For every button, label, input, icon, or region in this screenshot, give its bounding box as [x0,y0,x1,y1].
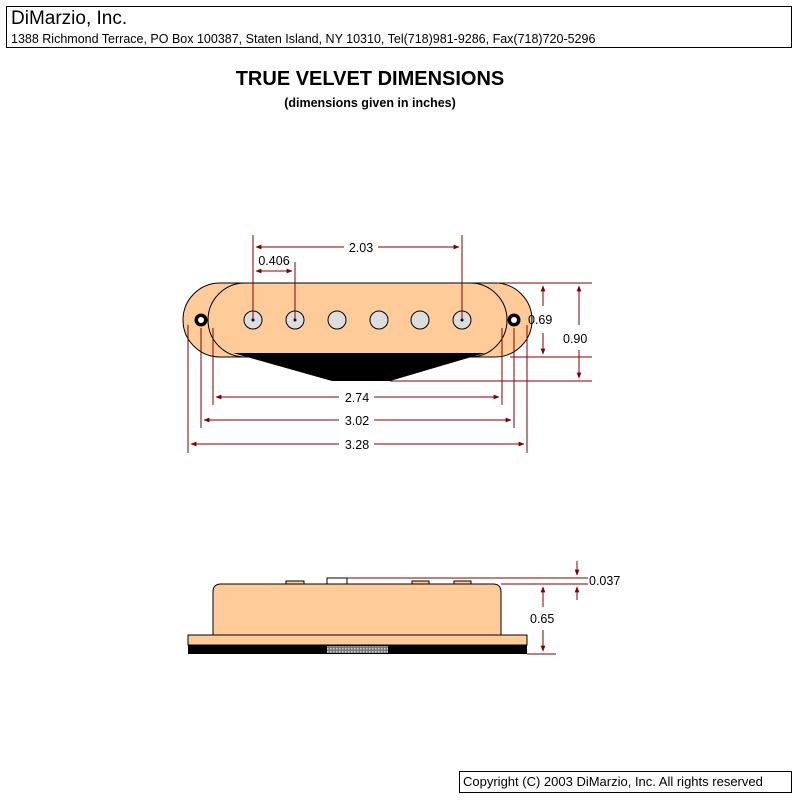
top-view: 2.03 0.406 0.69 0.90 2.74 3.02 3.28 [182,235,592,453]
dim-label-overall-length: 3.28 [345,438,369,452]
side-base-plate [187,634,528,646]
pole-piece [327,310,347,330]
company-name: DiMarzio, Inc. [11,8,128,29]
bobbin-shadow [233,353,485,381]
dim-label-cover-height: 0.65 [530,612,554,626]
mounting-hole-left [194,313,208,327]
side-cover-outline [212,583,502,636]
dim-label-pole-span: 2.03 [349,241,373,255]
dim-label-cover-width: 0.69 [528,313,552,327]
company-address: 1388 Richmond Terrace, PO Box 100387, St… [11,32,596,46]
dim-label-pole-height: 0.037 [589,574,620,588]
copyright-notice: Copyright (C) 2003 DiMarzio, Inc. All ri… [459,771,792,793]
page-subtitle: (dimensions given in inches) [284,96,456,110]
dim-label-mount-spacing: 3.02 [345,414,369,428]
pole-piece [410,310,430,330]
pole-piece [369,310,389,330]
mounting-hole-right [507,313,521,327]
dim-label-base-width: 0.90 [563,332,587,346]
dim-label-cover-length: 2.74 [345,391,369,405]
side-bottom-label [327,646,388,653]
side-view: 0.037 0.65 [187,561,620,655]
page-title: TRUE VELVET DIMENSIONS [235,68,505,90]
raised-pole-top [326,577,348,585]
dim-label-pole-spacing: 0.406 [258,254,289,268]
company-header: DiMarzio, Inc. 1388 Richmond Terrace, PO… [6,6,792,48]
